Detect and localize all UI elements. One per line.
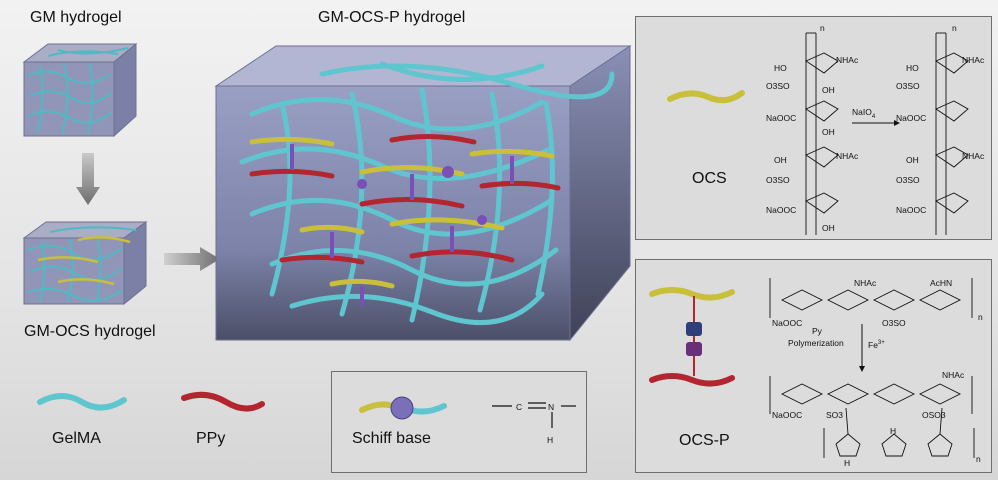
right-arrow-icon — [164, 247, 220, 271]
svg-text:O3SO: O3SO — [882, 318, 906, 328]
svg-text:N: N — [548, 402, 554, 412]
svg-text:NHAc: NHAc — [836, 151, 859, 161]
svg-text:NHAc: NHAc — [962, 55, 985, 65]
svg-text:OH: OH — [822, 127, 835, 137]
ocs-oxidation-scheme: HO NHAc O3SO OH NaOOC OH OH NHAc O3SO Na… — [766, 23, 985, 235]
schiff-base-icon — [359, 396, 447, 420]
ocs-p-strand-icon — [649, 287, 735, 387]
svg-text:NHAc: NHAc — [942, 370, 965, 380]
svg-text:Polymerization: Polymerization — [788, 338, 844, 348]
ocs-strand-icon — [667, 90, 745, 104]
svg-text:OH: OH — [774, 155, 787, 165]
ppy-label: PPy — [196, 430, 226, 447]
svg-text:H: H — [844, 458, 850, 468]
svg-text:Py: Py — [812, 326, 823, 336]
svg-text:NaOOC: NaOOC — [772, 318, 802, 328]
svg-text:H: H — [547, 435, 553, 445]
ocs-left-groups: HO NHAc O3SO OH NaOOC OH OH NHAc O3SO Na… — [766, 23, 859, 233]
ocs-p-panel: OCS-P Py Polymerization Fe3+ NHAc AcHN N… — [635, 259, 992, 473]
svg-text:OH: OH — [822, 223, 835, 233]
svg-text:OH: OH — [822, 85, 835, 95]
gm-ocs-hydrogel-label: GM-OCS hydrogel — [24, 323, 156, 340]
svg-text:n: n — [952, 23, 957, 33]
gm-ocs-p-hydrogel-label: GM-OCS-P hydrogel — [318, 9, 466, 26]
svg-text:NaOOC: NaOOC — [766, 205, 796, 215]
svg-text:NaOOC: NaOOC — [772, 410, 802, 420]
svg-text:OSO3: OSO3 — [922, 410, 946, 420]
svg-text:NaOOC: NaOOC — [896, 205, 926, 215]
svg-text:NaOOC: NaOOC — [896, 113, 926, 123]
fe3-reagent: Fe3+ — [868, 340, 885, 350]
svg-text:n: n — [976, 454, 981, 464]
ocs-p-label: OCS-P — [679, 432, 730, 449]
svg-text:HO: HO — [774, 63, 787, 73]
gm-hydrogel-cube — [22, 42, 138, 138]
ocs-panel: OCS HO NHAc O3SO OH NaOOC OH OH NHAc O3S… — [635, 16, 992, 240]
svg-text:O3SO: O3SO — [896, 175, 920, 185]
svg-text:C: C — [516, 402, 522, 412]
svg-text:O3SO: O3SO — [766, 81, 790, 91]
svg-text:n: n — [978, 312, 983, 322]
svg-text:OH: OH — [906, 155, 919, 165]
svg-text:AcHN: AcHN — [930, 278, 952, 288]
svg-text:NaOOC: NaOOC — [766, 113, 796, 123]
ocs-p-groups: NHAc AcHN NaOOC O3SO NHAc NaOOC SO3 OSO3… — [772, 278, 983, 468]
schiff-base-label: Schiff base — [352, 430, 431, 447]
svg-text:NHAc: NHAc — [836, 55, 859, 65]
svg-text:H: H — [890, 426, 896, 436]
gm-ocs-hydrogel-cube — [22, 221, 148, 306]
svg-text:O3SO: O3SO — [896, 81, 920, 91]
svg-text:O3SO: O3SO — [766, 175, 790, 185]
ocs-p-polymerization-scheme: Py Polymerization Fe3+ NHAc AcHN NaOOC O… — [769, 278, 983, 468]
svg-text:HO: HO — [906, 63, 919, 73]
ocs-right-groups: HO NHAc O3SO NaOOC OH NHAc O3SO NaOOC n — [896, 23, 985, 215]
gm-hydrogel-label: GM hydrogel — [30, 9, 122, 26]
gelma-label: GelMA — [52, 430, 101, 447]
svg-text:n: n — [820, 23, 825, 33]
gm-ocs-p-hydrogel-cube — [214, 45, 632, 342]
svg-text:NHAc: NHAc — [962, 151, 985, 161]
down-arrow-icon — [76, 153, 100, 205]
ocs-label: OCS — [692, 170, 727, 187]
gelma-strand-icon — [37, 393, 127, 411]
imine-formula: C N H — [492, 402, 576, 445]
svg-text:NHAc: NHAc — [854, 278, 877, 288]
naio4-reagent: NaIO4 — [852, 107, 876, 120]
schiff-base-box: Schiff base C N H — [331, 371, 587, 473]
ppy-strand-icon — [181, 391, 265, 412]
svg-text:SO3: SO3 — [826, 410, 843, 420]
